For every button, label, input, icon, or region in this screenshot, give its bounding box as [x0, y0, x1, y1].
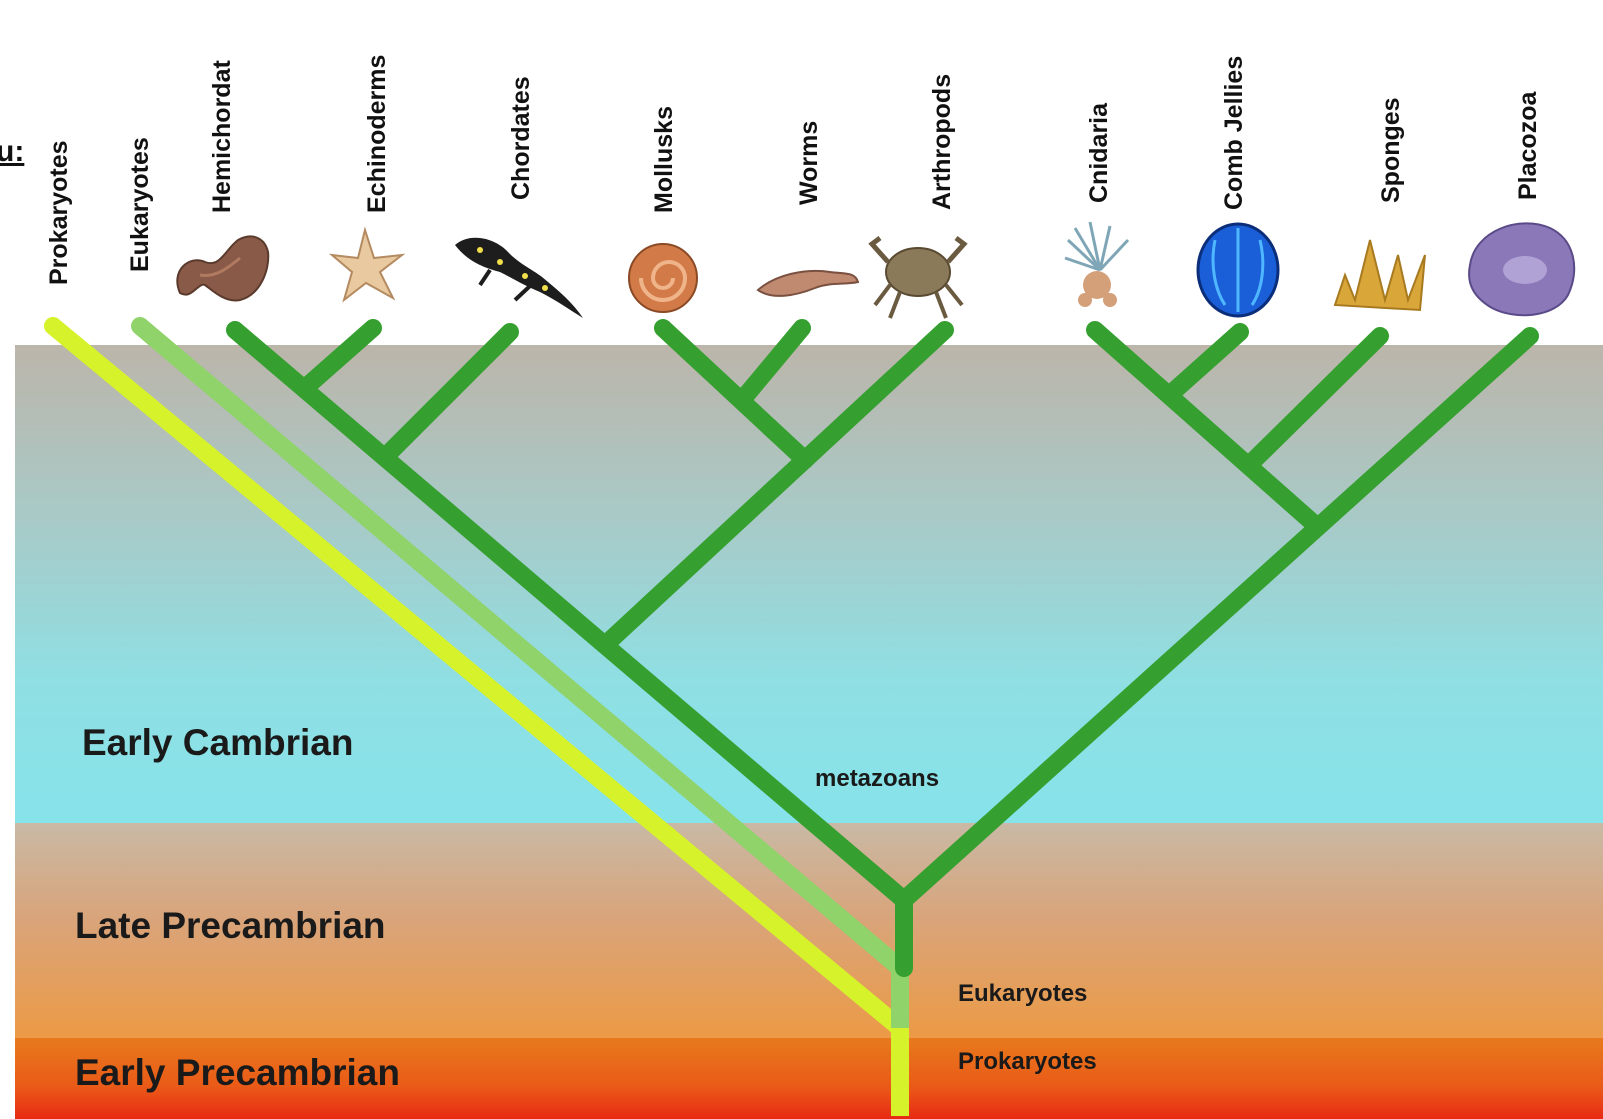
sponge-icon — [1335, 240, 1425, 310]
taxon-label-eukaryotes: Eukaryotes — [126, 137, 155, 272]
crab-icon — [872, 238, 964, 318]
branch-worms — [742, 328, 802, 400]
node-label-eukaryotes: Eukaryotes — [958, 980, 1087, 1008]
taxon-label-mollusks: Mollusks — [650, 106, 679, 213]
taxon-label-chordates: Chordates — [507, 76, 536, 200]
taxon-label-sponges: Sponges — [1377, 97, 1406, 203]
comb-jelly-icon — [1198, 224, 1278, 316]
node-label-prokaryotes: Prokaryotes — [958, 1048, 1097, 1076]
branch-basal-metazoa — [904, 336, 1530, 900]
taxon-label-prokaryotes: Prokaryotes — [45, 140, 74, 285]
branch-chordates — [385, 332, 510, 457]
branch-echinoderms — [305, 328, 373, 388]
taxon-label-placozoa: Placozoa — [1514, 92, 1543, 200]
starfish-icon — [332, 230, 402, 300]
era-label-early-cambrian: Early Cambrian — [82, 722, 353, 764]
branch-eukaryotes — [140, 326, 900, 968]
placozoa-icon — [1469, 223, 1574, 315]
era-label-late-precambrian: Late Precambrian — [75, 905, 386, 947]
taxon-label-cnidaria: Cnidaria — [1085, 103, 1114, 203]
salamander-icon — [455, 238, 583, 318]
taxon-label-worms: Worms — [795, 121, 824, 205]
worm-icon — [758, 271, 858, 296]
taxon-label-echinoderms: Echinoderms — [363, 55, 392, 213]
acorn-worm-icon — [177, 236, 268, 300]
branch-protostomes — [605, 330, 945, 645]
taxon-label-comb-jellies: Comb Jellies — [1220, 56, 1249, 210]
anemone-icon — [1065, 222, 1128, 307]
snail-shell-icon — [629, 244, 697, 312]
branch-comb-jellies — [1175, 332, 1240, 390]
branch-sponges — [1249, 336, 1380, 465]
branch-bilateria — [235, 330, 904, 900]
era-label-early-precambrian: Early Precambrian — [75, 1052, 400, 1094]
taxon-label-arthropods: Arthropods — [928, 74, 957, 210]
node-label-metazoans: metazoans — [815, 765, 939, 793]
taxon-label-hemichordat: Hemichordat — [208, 60, 237, 213]
